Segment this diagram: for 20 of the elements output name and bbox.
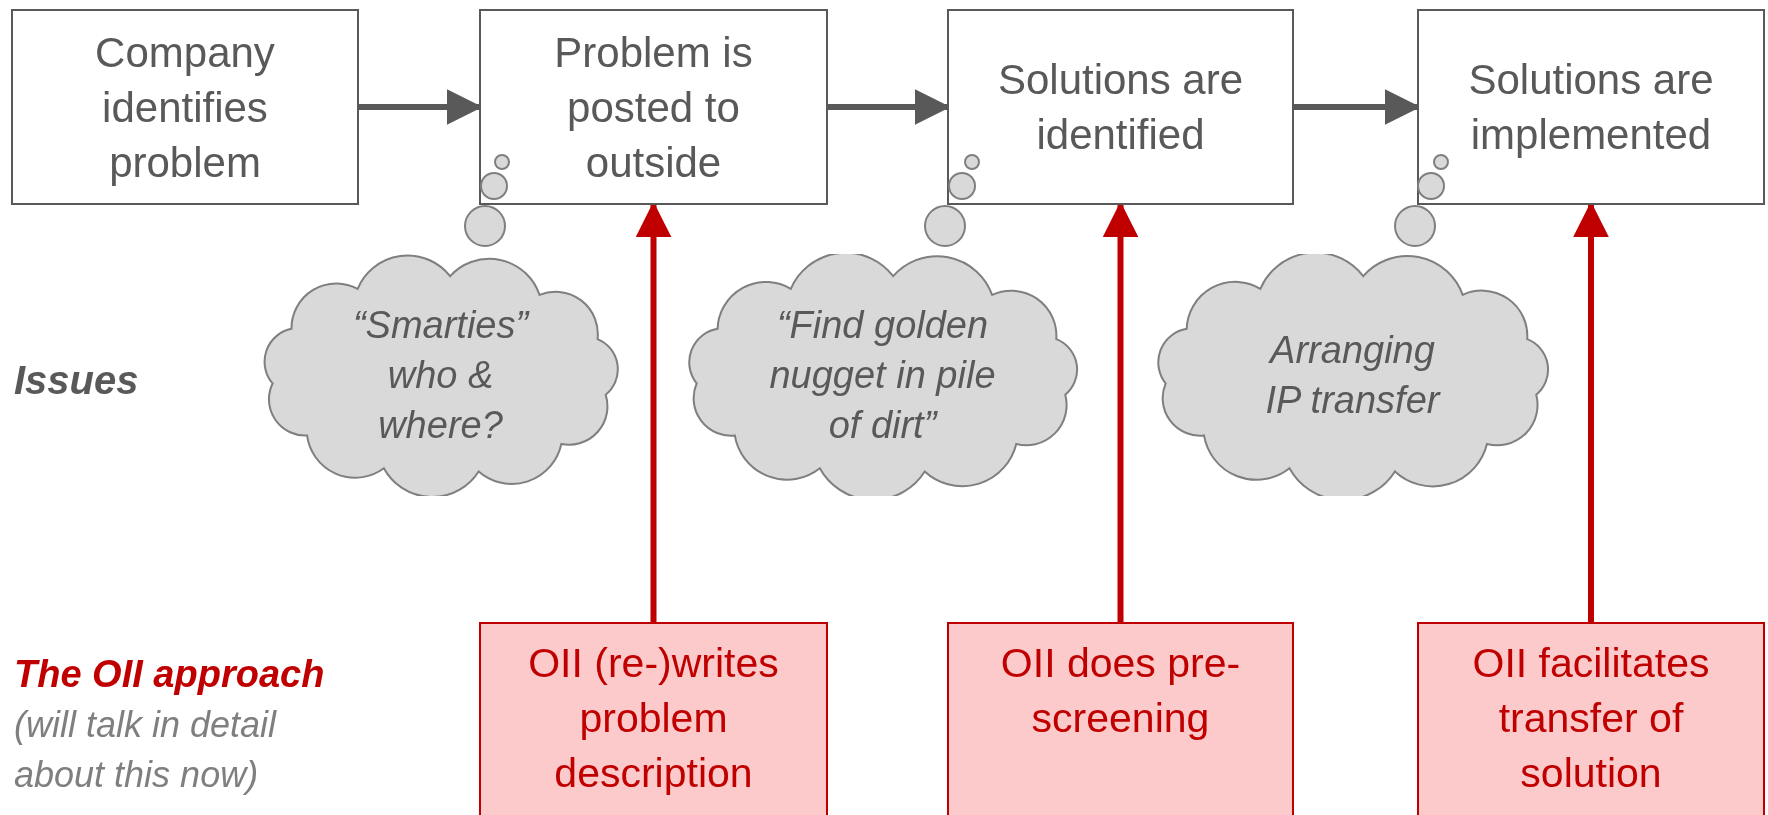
process-box: [1417, 9, 1765, 205]
box-text: OII does pre-screening: [999, 639, 1242, 743]
process-box: [479, 9, 828, 205]
box-text: Solutions are identified: [996, 55, 1245, 160]
box-text: Problem is posted to outside: [553, 27, 754, 188]
note-text: (will talk in detail about this now): [14, 703, 278, 797]
row-label: The OII approach: [14, 652, 325, 697]
box-text: OII facilitates transfer of solution: [1471, 639, 1711, 798]
process-box: [947, 9, 1294, 205]
approach-box: [1417, 622, 1765, 815]
process-box: [11, 9, 359, 205]
box-text: OII (re-)writes problem description: [527, 639, 780, 798]
box-text: Company identifies problem: [94, 27, 276, 188]
cloud-text: Arranging IP transfer: [1264, 328, 1442, 423]
cloud-text: “Find golden nugget in pile of dirt”: [768, 303, 997, 448]
approach-box: [947, 622, 1294, 815]
approach-box: [479, 622, 828, 815]
row-label: Issues: [14, 357, 139, 404]
cloud-text: “Smarties” who & where?: [351, 303, 531, 448]
box-text: Solutions are implemented: [1467, 55, 1715, 160]
